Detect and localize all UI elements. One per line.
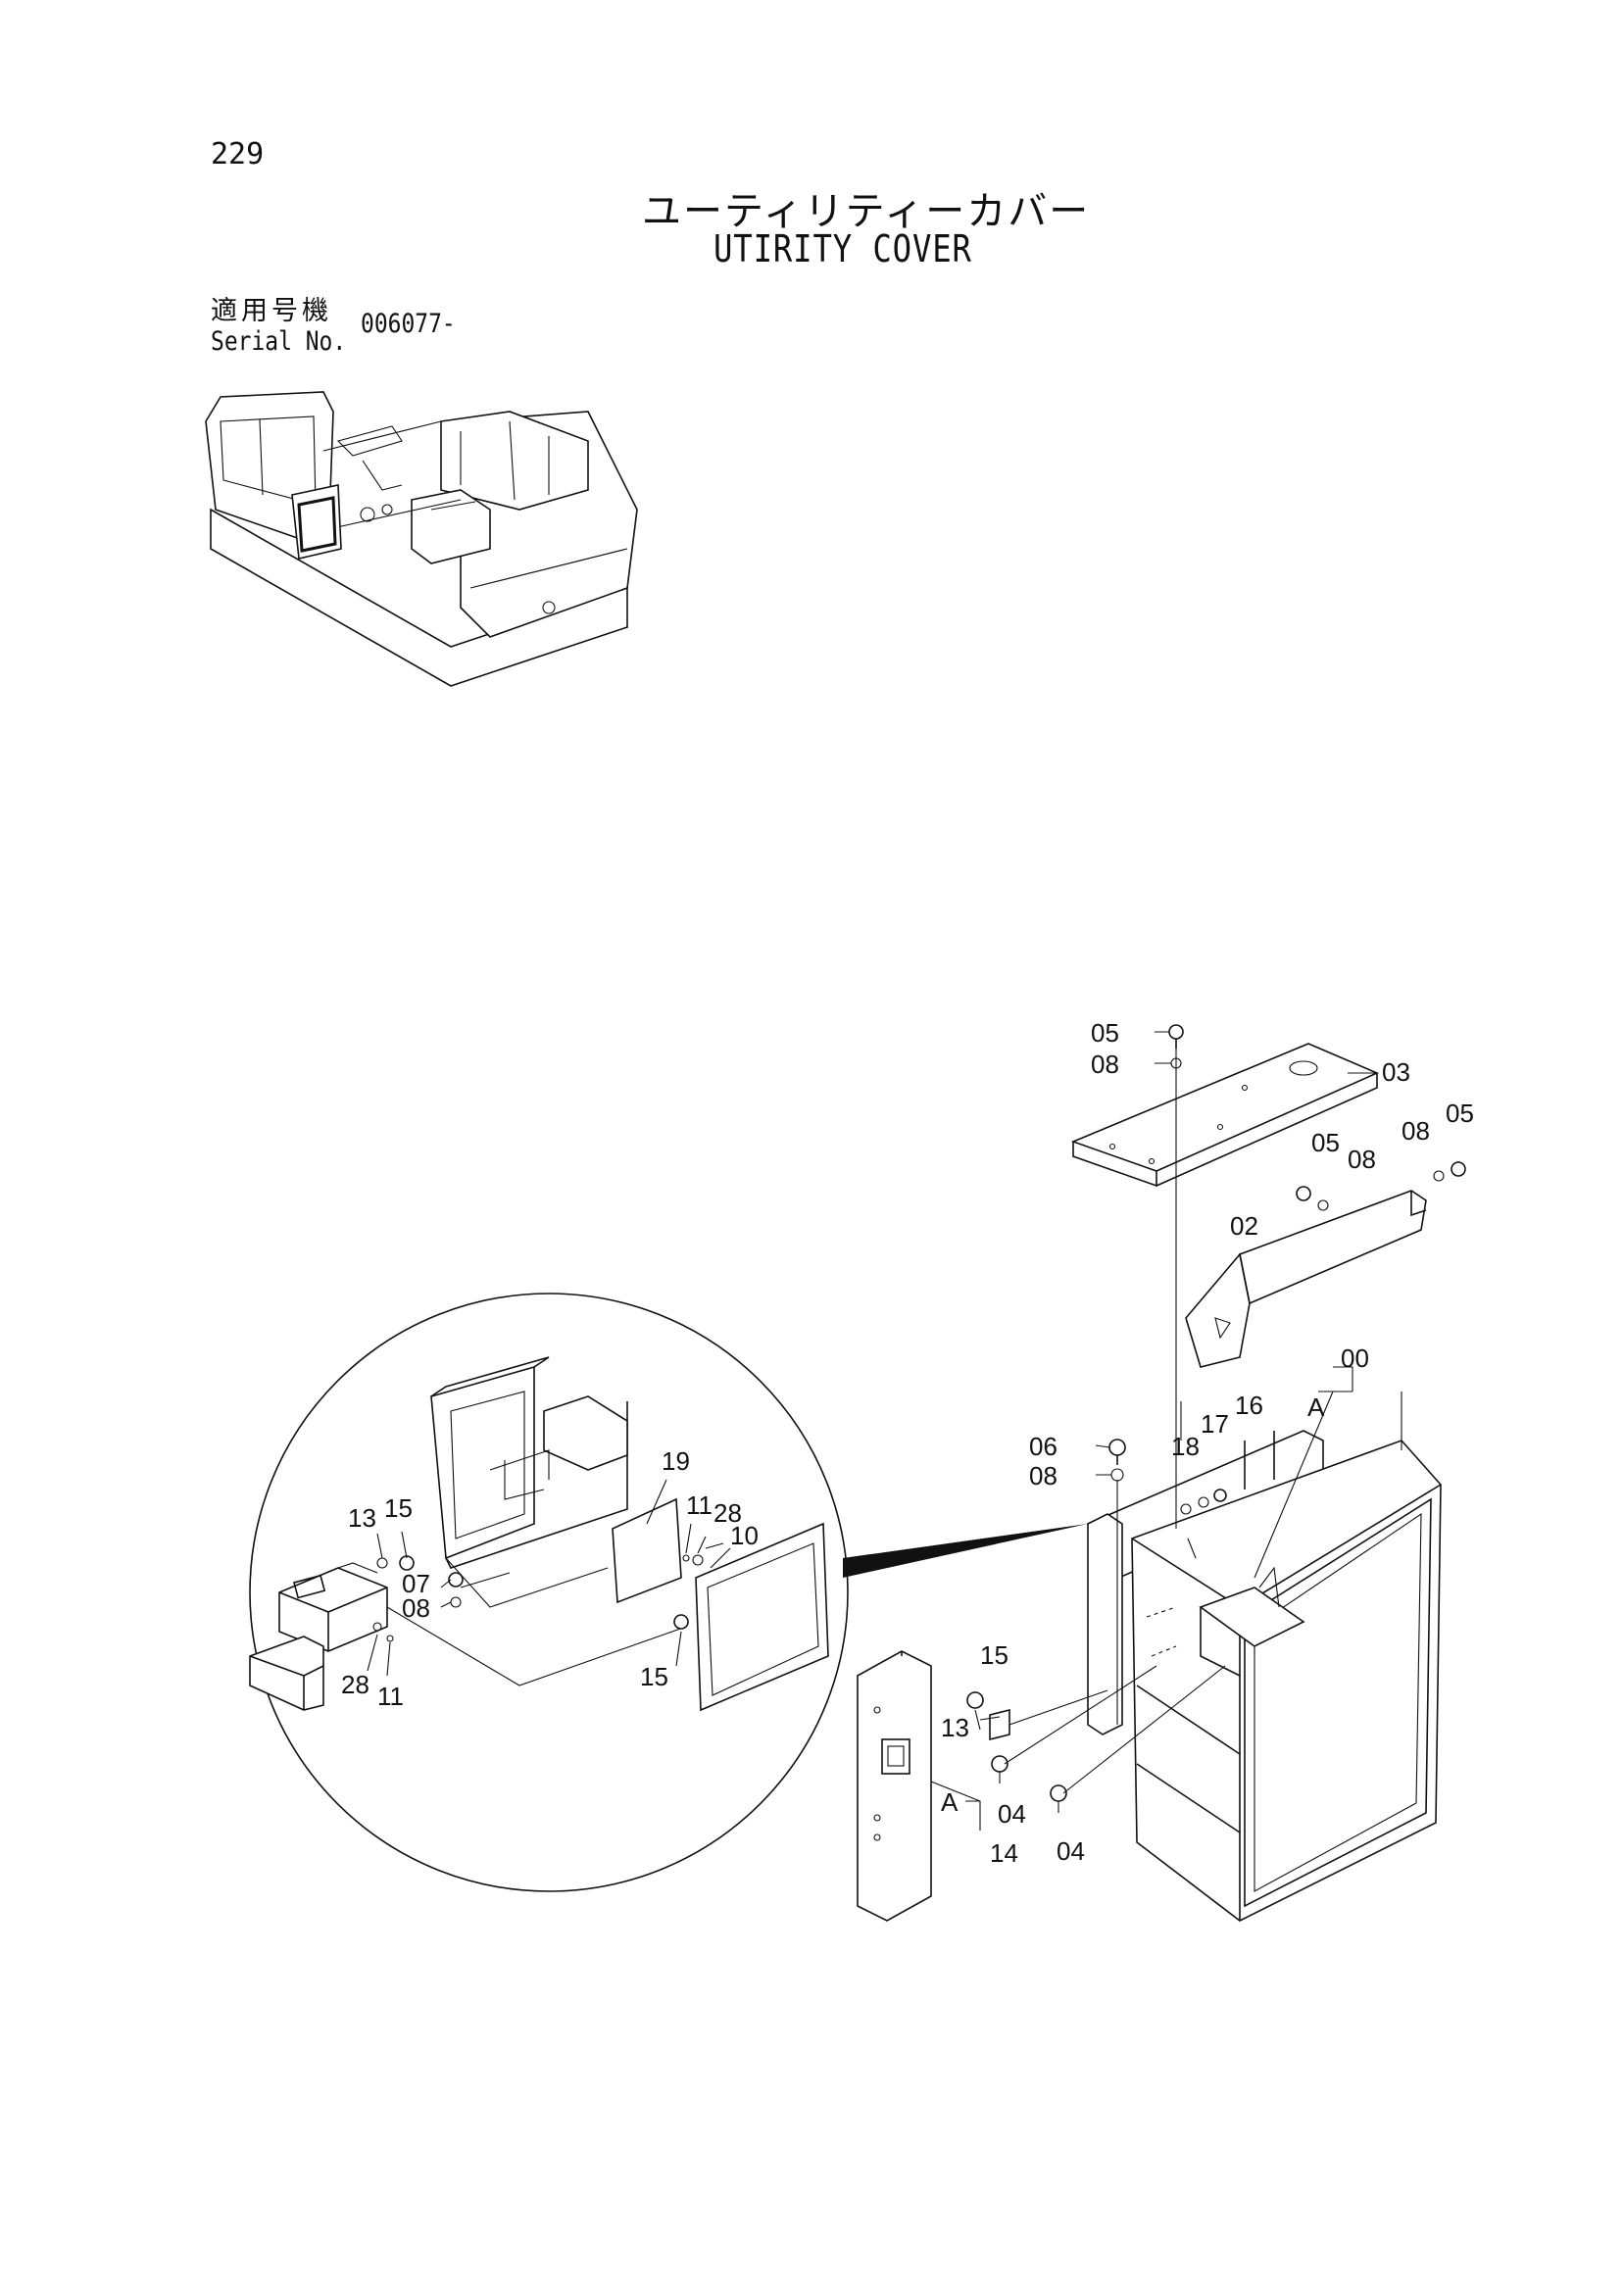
machine-overview-drawing	[205, 391, 638, 687]
callout-11: 11	[686, 1490, 713, 1520]
detail-view-circle	[249, 1293, 1088, 1892]
callout-28: 28	[341, 1670, 369, 1699]
callout-03: 03	[1382, 1057, 1410, 1087]
bracket-02	[1185, 1190, 1427, 1368]
callout-17: 17	[1201, 1409, 1229, 1439]
callout-16: 16	[1235, 1391, 1263, 1420]
title-japanese: ユーティリティーカバー	[642, 189, 1091, 234]
page-number: 229	[211, 137, 265, 171]
callout-04: 04	[998, 1799, 1026, 1829]
serial-label-japanese: 適用号機	[211, 296, 332, 326]
callout-02: 02	[1230, 1211, 1258, 1241]
callout-13: 13	[941, 1713, 969, 1742]
title-english: UTIRITY COVER	[713, 227, 972, 270]
cover-plate-03	[1070, 1043, 1379, 1188]
callout-28: 28	[713, 1498, 742, 1528]
callout-13: 13	[348, 1503, 376, 1533]
callout-10: 10	[730, 1521, 759, 1550]
callout-a: A	[1307, 1392, 1325, 1422]
callout-05: 05	[1446, 1099, 1474, 1128]
callout-06: 06	[1029, 1432, 1057, 1461]
front-panel-14	[857, 1650, 932, 1922]
callout-18: 18	[1171, 1432, 1200, 1461]
callout-04: 04	[1057, 1836, 1085, 1866]
callout-14: 14	[990, 1838, 1018, 1868]
callout-a: A	[941, 1787, 959, 1817]
callout-07: 07	[402, 1569, 430, 1598]
serial-number-value: 006077-	[361, 309, 456, 339]
callout-15: 15	[640, 1662, 668, 1691]
callout-08: 08	[1348, 1145, 1376, 1174]
serial-label-english: Serial No.	[211, 326, 347, 357]
callout-08: 08	[402, 1593, 430, 1623]
callout-19: 19	[662, 1446, 690, 1476]
callout-05: 05	[1091, 1018, 1119, 1048]
callout-08: 08	[1402, 1116, 1430, 1146]
callout-08: 08	[1029, 1461, 1057, 1490]
callout-11: 11	[377, 1682, 404, 1711]
callout-00: 00	[1341, 1343, 1369, 1373]
callout-05: 05	[1311, 1128, 1340, 1157]
callout-labels: 05 08 03 05 08 08 05 02 00 A 16 17 18 06…	[341, 1018, 1474, 1868]
leader-lines	[930, 1031, 1402, 1831]
callout-15: 15	[384, 1493, 413, 1523]
callout-08: 08	[1091, 1050, 1119, 1079]
callout-15: 15	[980, 1640, 1008, 1670]
